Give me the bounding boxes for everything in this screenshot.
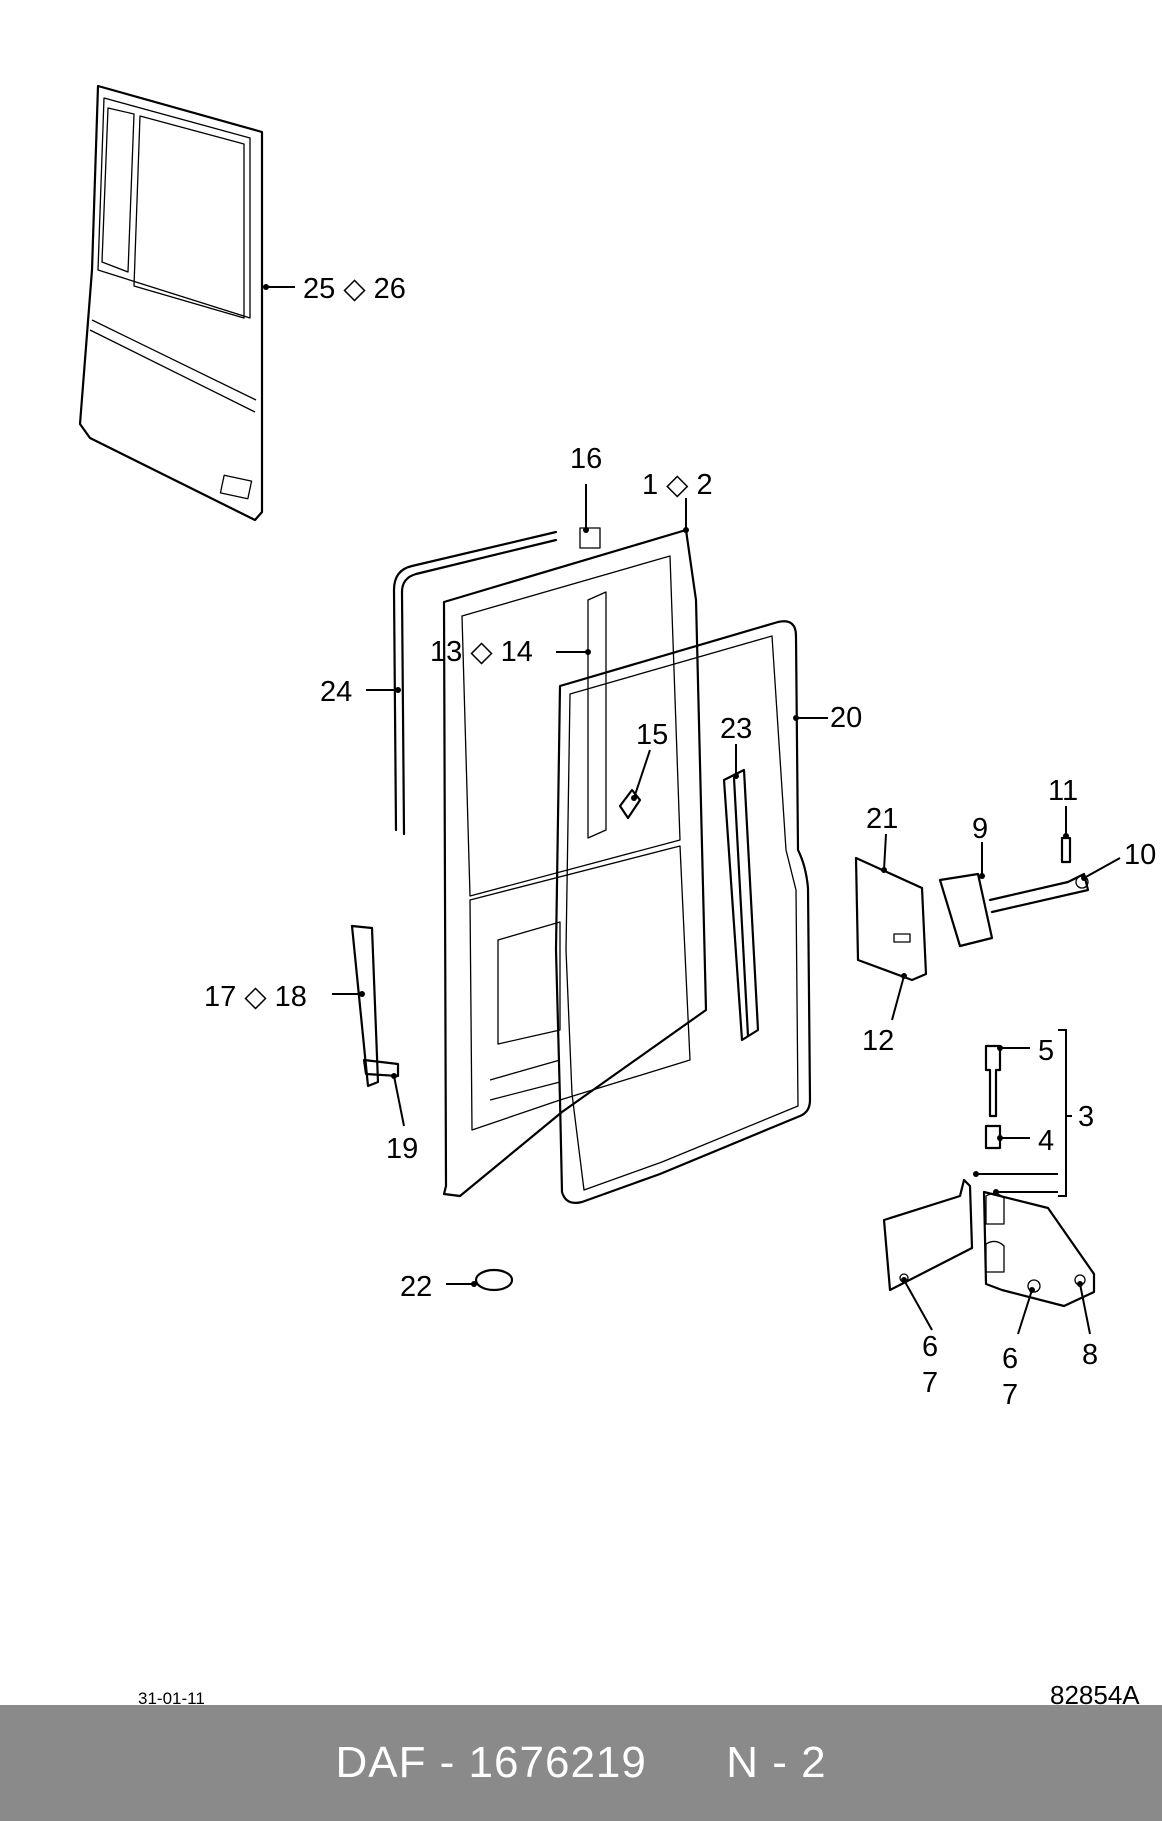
- label-12: 12: [862, 1025, 894, 1057]
- label-3: 3: [1078, 1101, 1094, 1133]
- mounting-plate: [854, 856, 928, 982]
- vertical-rail: [722, 768, 760, 1042]
- label-15: 15: [636, 719, 668, 751]
- door-check: [938, 872, 1090, 948]
- guide-bracket: [350, 924, 400, 1088]
- label-7-right: 7: [1002, 1379, 1018, 1411]
- label-25-26: 25 ◇ 26: [303, 273, 406, 305]
- label-19: 19: [386, 1133, 418, 1165]
- label-13-14: 13 ◇ 14: [430, 636, 533, 668]
- label-4: 4: [1038, 1125, 1054, 1157]
- label-7-left: 7: [922, 1367, 938, 1399]
- label-11: 11: [1048, 775, 1078, 807]
- label-1-2: 1 ◇ 2: [642, 469, 713, 501]
- door-seal: [554, 620, 812, 1204]
- label-8: 8: [1082, 1339, 1098, 1371]
- label-22: 22: [400, 1271, 432, 1303]
- hinge-bush: [984, 1124, 1002, 1150]
- label-6-right: 6: [1002, 1343, 1018, 1375]
- label-5: 5: [1038, 1035, 1054, 1067]
- leader-lines: [263, 284, 1121, 1335]
- drawing-date: 31-01-11: [138, 1689, 205, 1708]
- footer-bar: DAF - 1676219 N - 2: [0, 1705, 1162, 1821]
- circlip: [474, 1268, 514, 1292]
- label-10: 10: [1124, 839, 1156, 871]
- label-21: 21: [866, 803, 898, 835]
- door-outer-panel: [78, 84, 264, 522]
- hinge-assembly: [882, 1178, 1096, 1308]
- small-pin: [1060, 836, 1072, 864]
- hinge-bolt: [984, 1044, 1002, 1118]
- footer-part-number: DAF - 1676219 N - 2: [335, 1738, 827, 1787]
- label-20: 20: [830, 702, 862, 734]
- label-6-left: 6: [922, 1331, 938, 1363]
- door-inner-frame: [442, 527, 708, 1198]
- outer-seal-strip: [392, 530, 558, 836]
- label-9: 9: [972, 813, 988, 845]
- latch-piece: [618, 788, 642, 820]
- label-24: 24: [320, 676, 352, 708]
- label-23: 23: [720, 713, 752, 745]
- label-16: 16: [570, 443, 602, 475]
- label-17-18: 17 ◇ 18: [204, 981, 307, 1013]
